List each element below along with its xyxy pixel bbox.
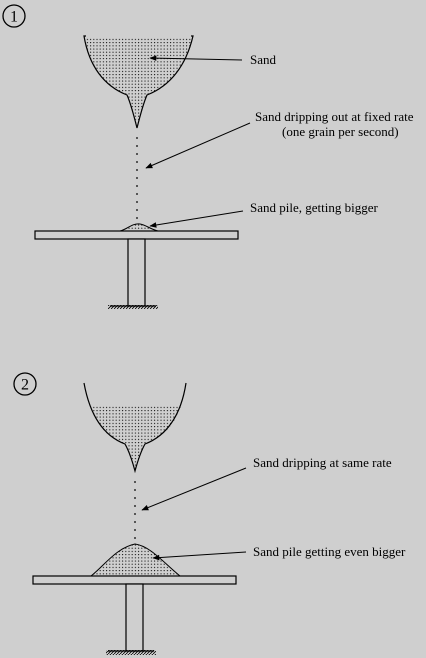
panel-2-arrow-pile: [152, 551, 247, 561]
panel-2-number: 2: [21, 377, 29, 394]
panel-2-label-pile: Sand pile getting even bigger: [253, 544, 406, 559]
panel-2-arrow-drip: [141, 467, 247, 511]
panel-2-table: [32, 575, 237, 655]
panel-1-falling-grains: [136, 137, 138, 219]
panel-1-label-sand: Sand: [250, 52, 277, 67]
panel-2-funnel-sand: [92, 406, 181, 471]
panel-2-label-drip: Sand dripping at same rate: [253, 455, 392, 470]
panel-1-funnel: [83, 35, 194, 129]
panel-1-table: [34, 230, 239, 309]
panel-2-falling-grains: [134, 481, 136, 539]
panel-1-sand-pile: [119, 223, 159, 232]
panel-1-number: 1: [10, 9, 18, 26]
panel-1-number-badge: 1: [2, 4, 26, 28]
panel-1-label-pile: Sand pile, getting bigger: [250, 200, 378, 215]
panel-1-arrow-pile: [149, 210, 244, 228]
panel-1-arrow-drip: [145, 122, 251, 169]
panel-2: 2 Sand dripping at same rate Sand pile g…: [13, 372, 406, 655]
panel-1-label-drip-line2: (one grain per second): [282, 124, 399, 139]
panel-1-arrow-sand: [149, 55, 243, 61]
panel-2-number-badge: 2: [13, 372, 37, 396]
panel-1: 1 Sand Sand dripping out at fixed rate (…: [2, 4, 414, 309]
panel-2-sand-pile: [89, 543, 182, 577]
panel-1-label-drip-line1: Sand dripping out at fixed rate: [255, 109, 414, 124]
